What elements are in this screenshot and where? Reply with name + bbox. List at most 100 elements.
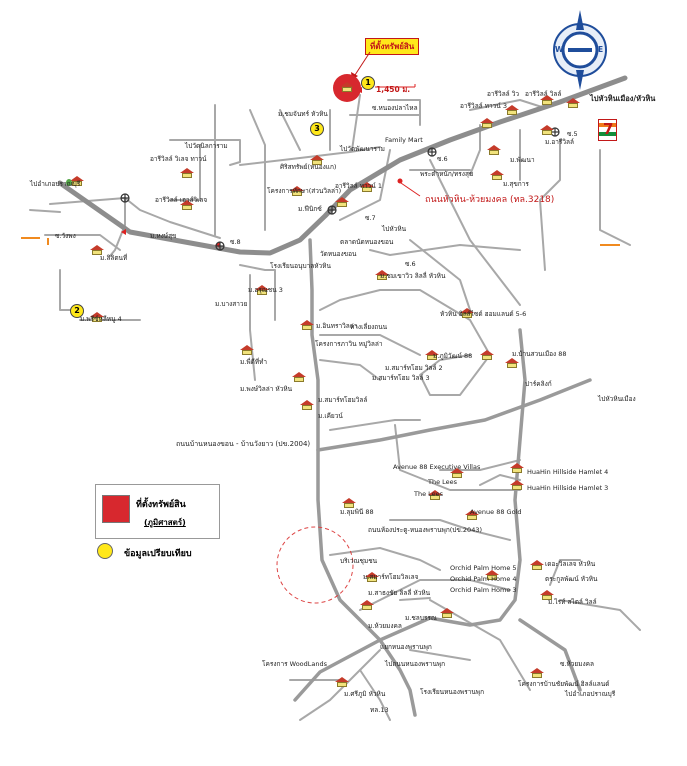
label-mu-chonbaran: ม.ชลบรรณ — [405, 614, 437, 622]
comparable-marker-1[interactable]: 1 — [361, 76, 375, 90]
legend-comparable-swatch — [97, 543, 113, 559]
village-icon — [360, 600, 374, 610]
village-icon — [487, 145, 501, 155]
label-borwon: บริเวณชุมชน — [340, 557, 378, 565]
village-icon — [465, 510, 479, 520]
label-mu-phumiwat: ม.ภูมิวัฒน์ 88 — [433, 352, 473, 360]
label-village-tree: ตระกูลพัฒน์ หัวหิน — [545, 575, 598, 583]
label-mu-phoenix: ม.ฟีนิกซ์ — [298, 205, 322, 213]
label-mu-hongson: ม.หงษ์สุข — [150, 232, 177, 240]
label-aree-vilas: อารีวิลล์ วิเลจ ทาวน์ — [150, 155, 207, 163]
label-hermitage: ปาร์คลิงก์ — [525, 380, 552, 388]
label-hua-hin-hillside: หัวหิน ฮิลส์ไซด์ ฮอมแลนด์ 5-6 — [440, 310, 527, 318]
label-aree-town1: อารีวิลล์ ทาวน์ 1 — [335, 182, 382, 190]
label-soi-8: ซ.8 — [230, 238, 241, 246]
village-icon — [90, 312, 104, 322]
village-icon — [510, 480, 524, 490]
compass-e: E — [598, 45, 604, 54]
label-mu-mart3: ม.สมาร์ทโฮม วิลล์ 3 — [372, 374, 430, 382]
village-icon — [342, 498, 356, 508]
compass-s: S — [576, 69, 582, 78]
label-chamchan: ม.ชมจันทร์ หัวหิน — [278, 110, 328, 118]
village-icon — [180, 168, 194, 178]
label-mu-hua: ม.พรีซ์หลีหนู 4 — [80, 315, 122, 323]
label-mu-phongvila: ม.พงษ์วิลล่า หัวหิน — [240, 385, 293, 393]
label-mu-chamchan-hill: ม.ชมเขาวิว ลิลลี่ หัวหิน — [380, 272, 446, 280]
label-orchid3: Orchid Palm Home 3 — [450, 586, 517, 594]
label-avenue-exec: Avenue 88 Executive Villas — [393, 463, 481, 471]
label-watchai-road: โรงเรียนอนุบาลหัวหิน — [270, 262, 331, 270]
label-the-lees: The Lees — [428, 478, 458, 486]
label-wat-khao: ไปวัดพัฒนาราม — [340, 145, 385, 153]
label-mu-kron: ม.เคียวน์ — [318, 412, 343, 420]
village-icon — [240, 345, 254, 355]
label-mu-smart: ม.สมาร์ทโฮมวิลล์ — [318, 396, 368, 404]
village-icon — [510, 463, 524, 473]
village-icon — [505, 105, 519, 115]
label-lake-kaan: ซ.ห้วยมงคล — [560, 660, 595, 668]
minor-roads — [29, 94, 641, 721]
village-icon — [505, 358, 519, 368]
village-icon — [255, 285, 269, 295]
village-icon — [540, 125, 554, 135]
label-smart-homes: ม.สมาร์ทโฮมวิลเลจ — [363, 573, 419, 581]
village-icon — [540, 590, 554, 600]
label-sor-6: ซ.6 — [437, 155, 448, 163]
property-callout: ที่ตั้งทรัพย์สิน — [365, 38, 420, 55]
secondary-roads — [293, 238, 592, 717]
label-mu-lumpini: ม.ลุมพินี 88 — [340, 508, 374, 516]
seven-eleven-icon: 7 — [598, 119, 617, 141]
label-to-pranburi-road2: ไปอำเภอปราณบุรี — [565, 690, 616, 698]
label-soi-6: ซ.6 — [405, 260, 416, 268]
village-icon — [566, 98, 580, 108]
village-icon — [425, 350, 439, 360]
village-icon — [180, 200, 194, 210]
village-icon — [360, 182, 374, 192]
label-project-banchai: โครงการบ้านชัยพัฒน์ ฮิลล์แลนด์ — [518, 680, 610, 688]
label-mu-sukarn: ม.สุขการ — [503, 180, 529, 188]
label-mu-lilithnee: ม.ลิลิตนที่ — [100, 254, 128, 262]
label-aree-villa: ม.อารีวิลล์ — [545, 138, 575, 146]
legend-property-sub: (ภูมิศาสตร์) — [144, 518, 186, 527]
label-to-pranburi-left: ไปอำเภอปราณบุรี — [30, 180, 81, 188]
label-the-lees-2: The Lees — [414, 490, 444, 498]
label-mu-sukhwal: ม.พี่ดีที่ทำ — [240, 358, 268, 366]
label-soi-wang-phong: ซ.วังพง — [55, 232, 76, 240]
label-kor-7: ซ.7 — [365, 214, 376, 222]
comparable-marker-3[interactable]: 3 — [310, 122, 324, 136]
village-icon — [530, 560, 544, 570]
label-lake-pranburi: แยกหนองพรานพุก — [380, 643, 432, 651]
legend-box: ที่ตั้งทรัพย์สิน (ภูมิศาสตร์) — [95, 484, 220, 539]
village-icon — [290, 186, 304, 196]
label-mu-bansuan: ม.บ้านสวนเมือง 88 — [512, 350, 567, 358]
label-pet-khangsuk: พระตำหนัก/ทรงสุข — [420, 170, 474, 178]
label-avenue-gold: Avenue 88 Gold — [470, 508, 522, 516]
label-school-pranpuk: โรงเรียนหนองพรานพุก — [420, 688, 485, 696]
label-mu-sriphum: ม.ศรีภูมิ หัวหิน — [344, 690, 386, 698]
village-icon — [460, 308, 474, 318]
label-road-bay: ทางเลี่ยงถนน — [350, 323, 388, 331]
distance-label: 1,450 ม. — [376, 85, 411, 94]
label-road-2043: ถนนห้องประตู-หนองพรานพุก(ปข.2043) — [368, 526, 483, 534]
label-aree-view: อารีวิลล์ วิว — [487, 90, 520, 98]
comparable-marker-2[interactable]: 2 — [70, 304, 84, 318]
village-icon — [530, 668, 544, 678]
label-aree-cheat: อารีวิลล์ เฮาส์วิเลจ — [155, 196, 208, 204]
label-to-pranburi-road: ไปวัดนิลการาม — [185, 142, 228, 150]
label-sirakarn: ศิริสทรัพย์(หนองแก) — [280, 163, 337, 171]
label-road-2004: ถนนบ้านหนองขอน - บ้านวังยาว (ปข.2004) — [176, 440, 311, 448]
label-huahin-hamlet3: HuaHin Hillside Hamlet 3 — [527, 484, 609, 492]
label-project-krakarn: โครงการทักษา(ส่วนวิลล่า) — [267, 187, 342, 195]
village-icon — [335, 197, 349, 207]
label-family-mart: Family Mart — [385, 136, 423, 144]
village-icon — [365, 572, 379, 582]
label-to-hua-hin-right: ไปหัวหินเมือง — [598, 395, 636, 403]
compass-n: N — [576, 23, 583, 32]
legend-comparable-label: ข้อมูลเปรียบเทียบ — [124, 549, 192, 559]
legend-property-swatch — [102, 495, 130, 523]
label-mu-aroon: ม.อรุณชน 3 — [248, 286, 283, 294]
label-village-lan: เดอะวิลเลจ หัวหิน — [545, 560, 596, 568]
label-project-woodlands: โครงการ WoodLands — [262, 660, 328, 668]
